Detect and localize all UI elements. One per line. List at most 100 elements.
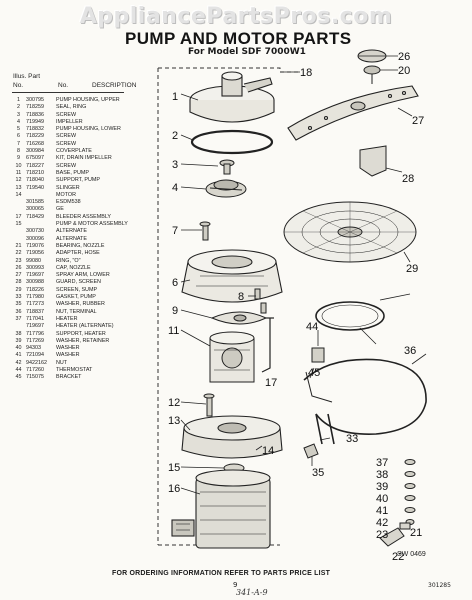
part-no: 718229 [26, 133, 44, 140]
part-description: GASKET, PUMP [56, 294, 96, 301]
illus-no: 37 [15, 315, 22, 322]
part-no: 718226 [26, 286, 44, 293]
illus-no: 2 [17, 104, 20, 111]
callout-29: 29 [406, 263, 418, 275]
part-no: 718040 [26, 177, 44, 184]
part-no: 718832 [26, 126, 44, 133]
pump-base [209, 331, 255, 383]
illus-no: 13 [15, 184, 22, 191]
part-no: 716268 [26, 140, 44, 147]
callout-4: 4 [172, 182, 178, 194]
illus-no: 14 [15, 191, 22, 198]
screw-3 [219, 159, 235, 175]
part-no: 300730 [26, 228, 44, 235]
part-description: PUMP HOUSING, LOWER [56, 126, 121, 133]
heater [303, 358, 427, 445]
part-no: 719056 [26, 250, 44, 257]
nozzle-cap [357, 49, 387, 84]
callout-36: 36 [404, 345, 416, 357]
part-description: BEARING, NOZZLE [56, 242, 105, 249]
illus-no: 11 [15, 169, 22, 176]
watermark: AppliancePartsPros.com [79, 4, 393, 29]
illus-no: 41 [15, 352, 22, 359]
part-no: 717269 [26, 337, 44, 344]
part-description: SUPPORT, HEATER [56, 330, 106, 337]
illus-no: 12 [15, 177, 22, 184]
part-description: SLINGER [56, 184, 80, 191]
callout-18: 18 [300, 67, 312, 79]
page-number: 9 [233, 581, 238, 589]
part-description: SCREW [56, 111, 77, 118]
part-no: 301585 [26, 199, 44, 206]
callout-7: 7 [172, 225, 178, 237]
part-description: ALTERNATE [56, 228, 87, 235]
pump-housing-lower [181, 249, 283, 303]
illus-no: 17 [15, 213, 22, 220]
callout-41: 41 [376, 505, 388, 517]
table-row: 23 99080 RING, "O" [11, 258, 129, 265]
illus-no: 29 [15, 286, 22, 293]
table-row: 5 718832 PUMP HOUSING, LOWER [11, 126, 129, 133]
part-no: 300065 [26, 206, 44, 213]
part-description: GUARD, SCREEN [56, 279, 101, 286]
part-no: 300096 [26, 235, 44, 242]
callout-40: 40 [376, 493, 388, 505]
part-description: SCREW [56, 162, 77, 169]
illus-no: 26 [15, 264, 22, 271]
illus-no: 8 [17, 148, 20, 155]
rubber-washer [303, 443, 319, 459]
part-description: SCREW [56, 133, 77, 140]
document-number: 301285 [428, 582, 451, 589]
page-title: PUMP AND MOTOR PARTS [125, 29, 352, 48]
callout-26: 26 [398, 51, 410, 63]
callout-28: 28 [402, 173, 414, 185]
illus-no: 27 [15, 272, 22, 279]
drawing-number: SW 0469 [397, 551, 426, 558]
part-description: RING, "O" [56, 257, 81, 264]
part-no: 718429 [26, 213, 44, 220]
motor [171, 469, 271, 549]
handwritten-note: 341-A-9 [236, 588, 268, 597]
part-no: 99080 [26, 257, 41, 264]
seal-ring [190, 129, 274, 155]
pump-gasket [315, 301, 385, 331]
ordering-footer: FOR ORDERING INFORMATION REFER TO PARTS … [112, 570, 331, 577]
callout-44: 44 [306, 321, 318, 333]
part-description: WASHER, RUBBER [56, 301, 105, 308]
part-no: 718210 [26, 169, 44, 176]
part-description: BRACKET [56, 374, 82, 381]
part-description: SPRAY ARM, LOWER [56, 272, 110, 279]
illus-no: 38 [15, 330, 22, 337]
illus-no: 5 [17, 126, 20, 133]
part-no: 718227 [26, 162, 44, 169]
hose-adapter [379, 522, 411, 547]
part-description: BLEEDER ASSEMBLY [56, 213, 112, 220]
illus-no: 22 [15, 250, 22, 257]
part-description: BASE, PUMP [56, 169, 89, 176]
pump-support [203, 393, 215, 417]
part-no: 719540 [26, 184, 44, 191]
part-no: 300988 [26, 279, 44, 286]
callout-15: 15 [168, 462, 180, 474]
illus-no: 23 [15, 257, 22, 264]
callout-3: 3 [172, 159, 178, 171]
callout-38: 38 [376, 469, 388, 481]
